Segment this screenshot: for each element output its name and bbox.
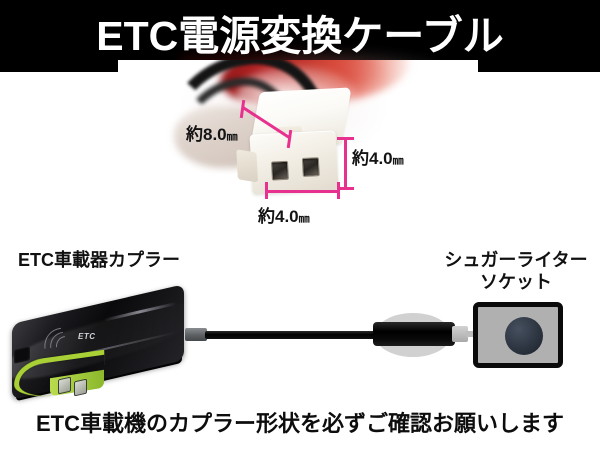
connector-side-tab — [236, 149, 259, 183]
etc-onboard-unit: ETC — [12, 284, 194, 402]
cigarette-lighter-plug — [373, 322, 455, 346]
connector-pin-1 — [270, 160, 289, 181]
footer-notice: ETC車載機のカプラー形状を必ずご確認お願いします — [35, 411, 564, 436]
dimension-height-unit: ㎜ — [392, 155, 404, 167]
dimension-label-width: 約4.0㎜ — [258, 207, 310, 226]
dimension-tick-width-start — [265, 182, 268, 199]
etc-button-2 — [74, 378, 87, 397]
dimension-line-height — [344, 138, 347, 190]
power-cable — [205, 331, 395, 339]
dimension-width-unit: ㎜ — [298, 213, 310, 225]
title-banner: ETC電源変換ケーブル — [0, 0, 600, 72]
etc-logo-text: ETC — [78, 332, 96, 341]
connector-photo — [118, 60, 478, 240]
etc-coupler-plug — [185, 328, 207, 341]
dimension-tick-height-start — [337, 137, 354, 140]
connector-pin-2 — [301, 157, 320, 178]
dimension-label-length: 約8.0㎜ — [186, 125, 238, 144]
etc-coupler-label: ETC車載器カプラー — [18, 250, 180, 270]
cigarette-socket-hole — [505, 317, 543, 355]
dimension-label-height: 約4.0㎜ — [352, 149, 404, 168]
dimension-height-value: 約4.0 — [352, 149, 393, 168]
connector-front-face — [249, 130, 339, 195]
dimension-line-width — [266, 190, 340, 193]
cigarette-socket-label-line2: ソケット — [480, 271, 552, 292]
dimension-length-value: 約8.0 — [186, 125, 227, 144]
dimension-tick-height-end — [337, 187, 354, 190]
cigarette-socket-label: シュガーライター ソケット — [438, 250, 594, 294]
dimension-length-unit: ㎜ — [226, 131, 238, 143]
page-title: ETC電源変換ケーブル — [96, 12, 504, 59]
dimension-tick-width-end — [337, 182, 340, 199]
cigarette-socket-label-line1: シュガーライター — [444, 250, 588, 270]
dimension-width-value: 約4.0 — [258, 207, 299, 226]
etc-button-1 — [58, 376, 71, 395]
cigarette-plug-tip — [452, 326, 468, 342]
